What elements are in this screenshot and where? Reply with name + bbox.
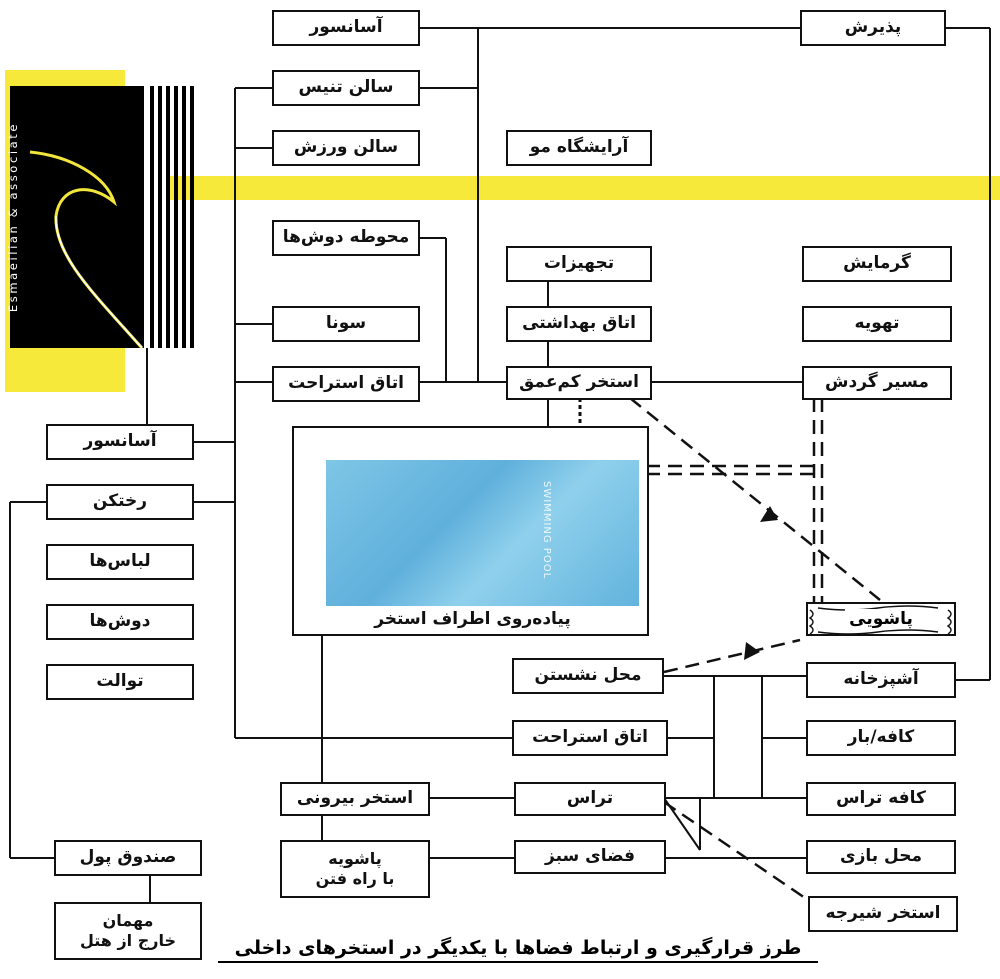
node-toilet: توالت — [46, 664, 194, 700]
node-terrace-cafe: کافه تراس — [806, 782, 956, 816]
wave-pattern-icon — [808, 605, 952, 634]
node-cafe-bar: کافه/بار — [806, 720, 956, 756]
node-changing: رختکن — [46, 484, 194, 520]
logo-stripe — [190, 86, 194, 348]
node-gym-hall: سالن ورزش — [272, 130, 420, 166]
node-shower-area: محوطه دوش‌ها — [272, 220, 420, 256]
pool-deck-label: پیاده‌روی اطراف استخر — [374, 609, 571, 629]
logo-stripe — [158, 86, 162, 348]
logo-wing-icon — [29, 150, 144, 348]
node-guest: مهمان خارج از هتل — [54, 902, 202, 960]
node-guest-line2: خارج از هتل — [79, 931, 177, 950]
pool-water — [326, 460, 639, 606]
node-tennis-hall: سالن تنیس — [272, 70, 420, 106]
node-rest-room-bottom: اتاق استراحت — [512, 720, 668, 756]
node-heating: گرمایش — [802, 246, 952, 282]
node-foot-bath: پاشویی — [806, 602, 956, 636]
pool-water-label: SWIMMING POOL — [541, 480, 552, 580]
node-foot-bath-label: پاشویی — [845, 609, 917, 629]
node-sanitary-room: اتاق بهداشتی — [506, 306, 652, 342]
logo-stripe — [182, 86, 186, 348]
diagram-caption: طرز قرارگیری و ارتباط فضاها با یکدیگر در… — [218, 933, 818, 963]
node-sauna: سونا — [272, 306, 420, 342]
node-ventilation: تهویه — [802, 306, 952, 342]
node-play-area: محل بازی — [806, 840, 956, 874]
node-elevator-left: آسانسور — [46, 424, 194, 460]
logo-stripe — [166, 86, 170, 348]
node-rest-room-top: اتاق استراحت — [272, 366, 420, 402]
node-showers: دوش‌ها — [46, 604, 194, 640]
node-circulation: مسیر گردش — [802, 366, 952, 400]
node-clothes: لباس‌ها — [46, 544, 194, 580]
node-foot-bath-walk-line2: با راه فتن — [315, 869, 395, 888]
node-hair-salon: آرایشگاه مو — [506, 130, 652, 166]
logo-stripe — [174, 86, 178, 348]
logo-stripe — [150, 86, 154, 348]
node-foot-bath-walk-line1: پاشویه — [328, 849, 382, 868]
node-elevator-top: آسانسور — [272, 10, 420, 46]
node-cash-box: صندوق پول — [54, 840, 202, 876]
node-guest-line1: مهمان — [102, 911, 154, 930]
node-equipment: تجهیزات — [506, 246, 652, 282]
node-slide-pool: استخر شیرجه — [808, 896, 958, 932]
logo-black-panel — [10, 86, 144, 348]
node-reception: پذیرش — [800, 10, 946, 46]
node-outdoor-pool: استخر بیرونی — [280, 782, 430, 816]
node-green-space: فضای سبز — [514, 840, 666, 874]
node-foot-bath-walk: پاشویه با راه فتن — [280, 840, 430, 898]
node-shallow-pool: استخر کم‌عمق — [506, 366, 652, 400]
yellow-band — [170, 176, 1000, 200]
node-kitchen: آشپزخانه — [806, 662, 956, 698]
node-terrace: تراس — [514, 782, 666, 816]
node-seating: محل نشستن — [512, 658, 664, 694]
